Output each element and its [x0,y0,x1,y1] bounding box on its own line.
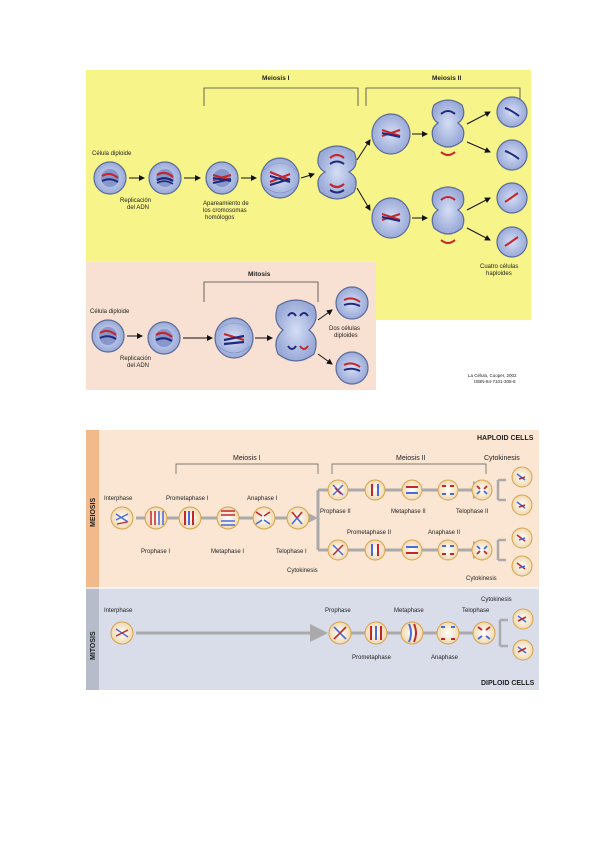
mit-telophase-cell [472,621,496,645]
label-metaphase-ii: Metaphase II [391,509,426,515]
cell-pairing [205,161,239,195]
cell-meiosis-ii-top [371,113,411,155]
mit-interphase-cell [110,621,134,645]
diploid-cells-label: DIPLOID CELLS [481,680,535,687]
mitosis-cell-metaphase [214,317,254,359]
credit-line-2: ISBN-84-7101-308-8 [474,379,516,384]
mii-bot-c1 [327,539,349,561]
label-prophase: Prophase [325,608,351,614]
haploid-cell-1 [496,96,528,128]
figure-1: Meiosis I Meiosis II Mitosis [86,70,531,390]
label-prometaphase-i: Prometaphase I [166,496,209,502]
label-prophase-ii: Prophase II [320,509,351,515]
mii-bot-c3 [401,539,423,561]
mitosis-cell-replicated [147,321,181,355]
label-cuatro-2: haploides [486,271,512,277]
haploid-2-d [511,555,533,577]
label-metaphase-i: Metaphase I [211,549,244,555]
haploid-2-a [511,466,533,488]
label-dos-2: diploides [334,333,358,339]
label-celula-diploide-bottom: Célula diploide [90,309,130,315]
cell-replicated-top [148,161,182,195]
mii-bot-c5 [471,539,493,561]
label-replicacion-bottom-1: Replicación [120,356,151,362]
label-telophase-ii: Telophase II [456,509,489,515]
mii-bot-c4 [437,539,459,561]
cell-anaphase-ii-bottom [431,186,465,244]
side-label-mitosis: MITOSIS [90,631,97,660]
mii-top-c5 [471,479,493,501]
meiosis-i-label: Meiosis I [262,75,290,82]
label-interphase-meiosis: Interphase [104,496,133,502]
side-mitosis [86,588,99,690]
mitosis-daughter-1 [335,286,369,320]
label-metaphase: Metaphase [394,608,424,614]
label-anaphase: Anaphase [431,655,459,661]
meiosis-ii-label: Meiosis II [432,75,461,82]
label-dos-1: Dos células [329,326,360,332]
label-cytokinesis-low: Cytokinesis [466,576,497,582]
cell-metaphase-i [260,157,300,199]
label-celula-diploide-top: Célula diploide [92,151,132,157]
mii-bot-c2 [364,539,386,561]
haploid-cell-4 [496,226,528,258]
m-anaphase-i-cell [252,506,276,530]
mii-top-c1 [327,479,349,501]
m-interphase-cell [110,506,134,530]
side-label-meiosis: MEIOSIS [90,497,97,527]
mii-top-c2 [364,479,386,501]
label-prometaphase-ii: Prometaphase II [347,530,391,536]
label-replicacion-top-2: del ADN [127,205,149,211]
haploid-2-b [511,494,533,516]
mit-daughter-a [512,608,534,630]
mii-top-c4 [437,479,459,501]
m-telophase-i-cell [286,506,310,530]
label-replicacion-top-1: Replicación [120,198,151,204]
credit-line-1: La Célula, Cooper, 2002 [468,373,517,378]
cytokinesis-top-label: Cytokinesis [484,455,520,462]
cell-anaphase-ii-top [431,99,465,156]
haploid-cell-3 [496,182,528,214]
mit-anaphase-cell [436,621,460,645]
mitosis-daughter-2 [335,351,369,385]
label-telophase-i: Telophase I [276,549,307,555]
mit-metaphase-cell [400,621,424,645]
haploid-cells-label: HAPLOID CELLS [477,435,534,442]
mitosis-cell-anaphase [275,299,317,362]
cell-diploid-top [93,161,127,195]
label-anaphase-i: Anaphase I [247,496,278,502]
side-meiosis [86,430,99,588]
mit-daughter-b [512,639,534,661]
mii-top-c3 [401,479,423,501]
m-prometaphase-i-cell [178,506,202,530]
label-apareamiento-1: Apareamiento de [203,201,249,207]
label-prometaphase: Prometaphase [352,655,392,661]
label-interphase-mitosis: Interphase [104,608,133,614]
mitosis-panel-2 [86,588,539,690]
haploid-cell-2 [496,139,528,171]
meiosis-ii-label-2: Meiosis II [396,455,426,462]
cell-meiosis-ii-bottom [371,197,411,239]
label-replicacion-bottom-2: del ADN [127,363,149,369]
mit-prometaphase-cell [364,621,388,645]
haploid-2-c [511,527,533,549]
m-prophase-i-cell [144,506,168,530]
m-metaphase-i-cell [216,506,240,530]
label-apareamiento-2: los cromosomas [203,208,247,214]
label-prophase-i: Prophase I [141,549,170,555]
label-apareamiento-3: homólogos [205,215,234,221]
mitosis-label: Mitosis [248,271,271,278]
label-cytokinesis-mid: Cytokinesis [287,568,318,574]
cell-anaphase-i [317,145,357,200]
label-telophase: Telophase [462,608,490,614]
label-cuatro-1: Cuatro células [480,264,518,270]
label-anaphase-ii: Anaphase II [428,530,460,536]
mitosis-cell-diploid [91,319,125,353]
meiosis-i-label-2: Meiosis I [233,455,261,462]
mit-prophase-cell [328,621,352,645]
figure-2: MEIOSIS MITOSIS HAPLOID CELLS DIPLOID CE… [86,430,539,690]
label-cytokinesis-mitosis: Cytokinesis [481,597,512,603]
